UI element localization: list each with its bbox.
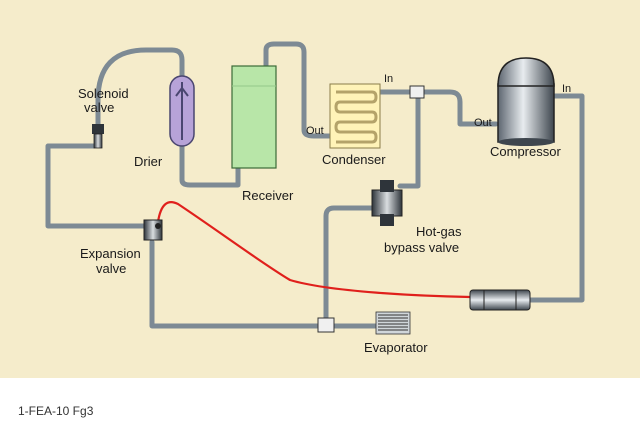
pipe-solenoid-to-expansion: [45, 143, 149, 229]
tee-fitting: [409, 85, 425, 99]
pipe-network: [45, 41, 585, 329]
pipe-drier-to-receiver: [179, 117, 241, 188]
solenoid-valve: [92, 124, 104, 149]
pipe-receiver-to-condenser: [263, 41, 335, 139]
pipe-receiver-to-solenoid: [95, 47, 185, 131]
label-receiver: Receiver: [242, 188, 294, 203]
pipe-condenser-to-compressor: [375, 89, 499, 127]
drier: [169, 75, 195, 147]
evaporator: [375, 311, 411, 335]
label-condenser-in: In: [384, 73, 393, 85]
label-condenser: Condenser: [322, 152, 386, 167]
compressor: [497, 57, 555, 146]
pipe-expansion-to-evaporator: [149, 239, 323, 329]
junction-fitting: [317, 317, 335, 333]
label-hotgas-line1: Hot-gas: [416, 224, 462, 239]
pipe-compressor-to-evaporator: [507, 93, 585, 303]
label-solenoid-line2: valve: [84, 100, 114, 115]
sensing-line: [156, 201, 471, 299]
hotgas-bypass-valve: [371, 180, 403, 226]
label-evaporator: Evaporator: [364, 340, 428, 355]
refrigeration-diagram: Solenoid valve Drier Receiver Out In Con…: [45, 41, 585, 355]
label-expansion-line1: Expansion: [80, 246, 141, 261]
pipe-hotgas-bypass: [397, 93, 421, 189]
label-drier: Drier: [134, 154, 163, 169]
label-compressor: Compressor: [490, 144, 561, 159]
expansion-valve: [143, 219, 163, 241]
label-compressor-in: In: [562, 83, 571, 95]
label-solenoid-line1: Solenoid: [78, 86, 129, 101]
label-hotgas-line2: bypass valve: [384, 240, 459, 255]
label-condenser-out: Out: [306, 125, 324, 137]
condenser: [329, 83, 381, 149]
label-compressor-out: Out: [474, 117, 492, 129]
sensing-bulb: [469, 289, 531, 311]
receiver: [231, 65, 277, 169]
figure-caption: 1-FEA-10 Fg3: [18, 404, 94, 418]
label-expansion-line2: valve: [96, 261, 126, 276]
pipe-hotgas-to-junction: [323, 205, 377, 321]
